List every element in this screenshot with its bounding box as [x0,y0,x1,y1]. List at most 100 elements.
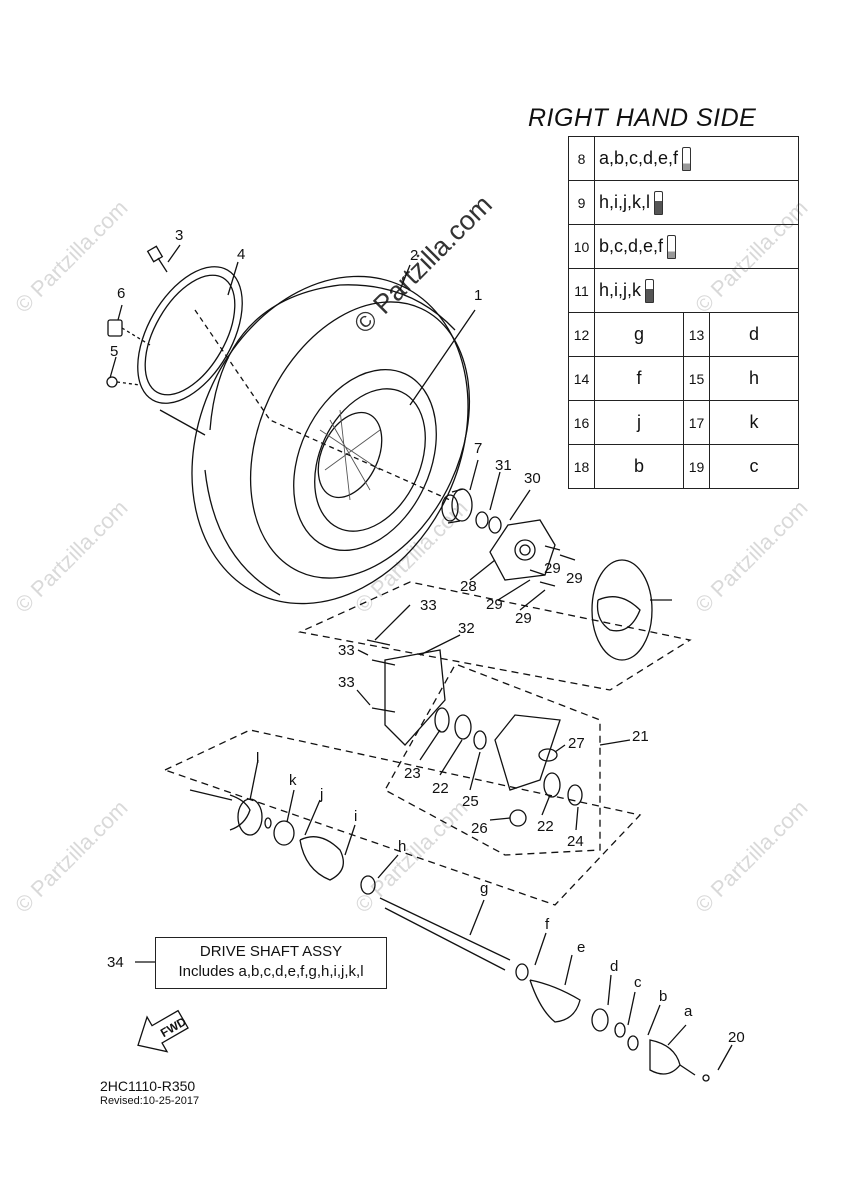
table-row: 9 h,i,j,k,l [568,180,799,225]
table-row: 11 h,i,j,k [568,268,799,313]
callout-28[interactable]: 28 [460,578,477,595]
part-number[interactable]: 18 [568,444,595,489]
band[interactable] [515,963,529,981]
part-number[interactable]: 14 [568,356,595,401]
callout-6[interactable]: 6 [117,285,126,302]
callout-21[interactable]: 21 [632,728,649,745]
callout-j[interactable]: j [320,786,324,803]
callout-20[interactable]: 20 [728,1029,745,1046]
callout-e[interactable]: e [577,939,586,956]
guard-plate[interactable] [384,649,446,746]
callout-26[interactable]: 26 [471,820,488,837]
part-number[interactable]: 17 [683,400,710,445]
callout-1[interactable]: 1 [474,287,483,304]
callout-33[interactable]: 33 [338,642,355,659]
table-row: 10 b,c,d,e,f [568,224,799,269]
callout-27[interactable]: 27 [568,735,585,752]
shaft[interactable] [379,897,511,971]
bolt[interactable] [366,639,396,713]
bearing[interactable] [543,772,561,798]
outer-cv-joint[interactable] [189,789,272,836]
callout-29[interactable]: 29 [486,596,503,613]
kit-legend-table: 8 a,b,c,d,e,f 9 h,i,j,k,l 10 b,c,d,e,f 1… [568,136,799,489]
bolt[interactable] [106,376,118,388]
circlip[interactable] [627,1035,639,1051]
part-letter: g [594,312,684,357]
knuckle[interactable] [494,714,561,791]
callout-c[interactable]: c [634,974,642,991]
callout-a[interactable]: a [684,1003,693,1020]
callout-4[interactable]: 4 [237,246,246,263]
washer[interactable] [488,516,502,534]
kit-number[interactable]: 11 [568,268,595,313]
oil-seal[interactable] [567,784,583,806]
band[interactable] [273,820,295,846]
callout-33[interactable]: 33 [420,597,437,614]
part-number[interactable]: 12 [568,312,595,357]
ball-joint[interactable] [509,809,527,827]
callout-22[interactable]: 22 [432,780,449,797]
grease-tube-icon [654,190,664,215]
bolt[interactable] [529,545,576,587]
wheel[interactable] [266,346,464,573]
callout-32[interactable]: 32 [458,620,475,637]
callout-g[interactable]: g [480,880,489,897]
callout-24[interactable]: 24 [567,833,584,850]
callout-3[interactable]: 3 [175,227,184,244]
grease-tube-icon [645,278,655,303]
drive-shaft-includes: Includes a,b,c,d,e,f,g,h,i,j,k,l [178,963,364,980]
callout-7[interactable]: 7 [474,440,483,457]
callout-h[interactable]: h [398,838,407,855]
callout-29[interactable]: 29 [515,610,532,627]
valve[interactable] [146,245,168,273]
part-number[interactable]: 19 [683,444,710,489]
diagram-title: RIGHT HAND SIDE [528,104,757,132]
kit-number[interactable]: 9 [568,180,595,225]
grease-tube-icon [667,234,677,259]
callout-k[interactable]: k [289,772,297,789]
callout-2[interactable]: 2 [410,247,419,264]
inner-cv-joint[interactable] [649,1039,681,1075]
callout-5[interactable]: 5 [110,343,119,360]
callout-b[interactable]: b [659,988,668,1005]
fwd-arrow-icon: FWD [137,1009,189,1053]
callout-33[interactable]: 33 [338,674,355,691]
bearing[interactable] [441,488,473,524]
boot[interactable] [529,979,581,1023]
brake-disc[interactable] [591,559,653,661]
callout-34[interactable]: 34 [107,954,124,971]
circlip[interactable] [702,1074,710,1082]
o-ring[interactable] [538,748,558,762]
kit-contents: h,i,j,k,l [594,180,799,225]
band[interactable] [360,875,376,895]
drive-shaft-assy-box[interactable]: DRIVE SHAFT ASSY Includes a,b,c,d,e,f,g,… [155,937,387,989]
callout-23[interactable]: 23 [404,765,421,782]
oil-seal[interactable] [434,707,450,733]
circlip[interactable] [473,730,487,750]
nut[interactable] [107,319,123,337]
callout-l[interactable]: l [256,750,260,767]
callout-d[interactable]: d [610,958,619,975]
part-number[interactable]: 16 [568,400,595,445]
kit-number[interactable]: 10 [568,224,595,269]
callout-29[interactable]: 29 [544,560,561,577]
part-number[interactable]: 13 [683,312,710,357]
table-row: 18 b 19 c [568,444,799,489]
part-number[interactable]: 15 [683,356,710,401]
callout-25[interactable]: 25 [462,793,479,810]
band[interactable] [591,1008,609,1032]
callout-22[interactable]: 22 [537,818,554,835]
callout-31[interactable]: 31 [495,457,512,474]
callout-29[interactable]: 29 [566,570,583,587]
bearing[interactable] [454,714,472,740]
callout-f[interactable]: f [545,916,550,933]
callout-30[interactable]: 30 [524,470,541,487]
boot[interactable] [299,836,344,881]
circlip[interactable] [614,1022,626,1038]
part-letter: h [709,356,799,401]
callout-i[interactable]: i [354,808,358,825]
washer[interactable] [475,511,489,529]
kit-number[interactable]: 8 [568,136,595,181]
diagram-code: 2HC1110-R350 [100,1078,196,1094]
